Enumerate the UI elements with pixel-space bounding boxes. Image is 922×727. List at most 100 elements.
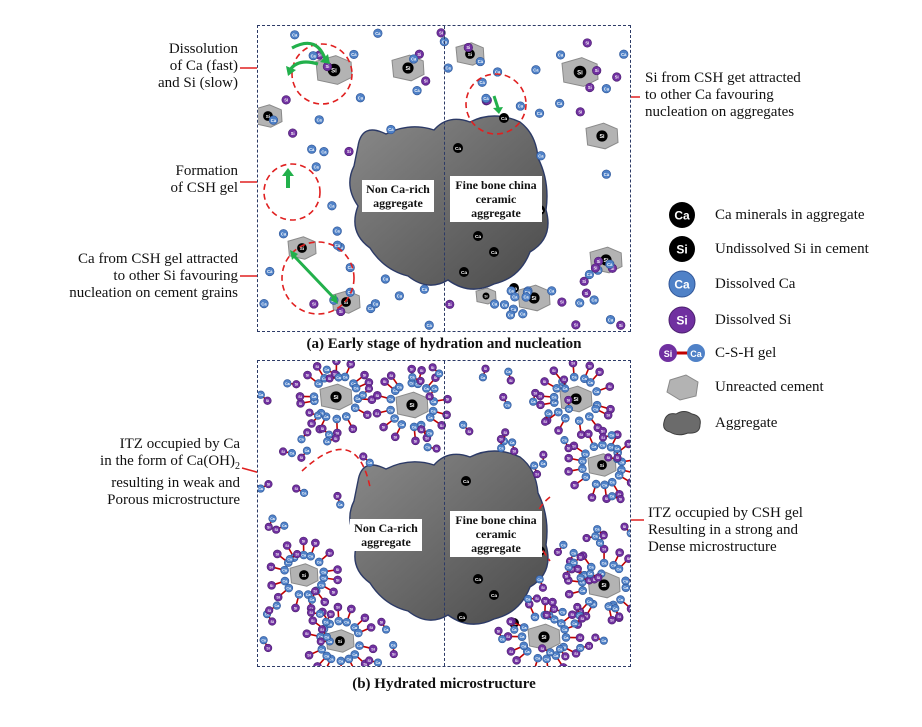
dissolved-si-particle (421, 76, 431, 86)
ca-label: Ca (577, 301, 583, 306)
dissolved-si-particle (288, 128, 298, 138)
si-label: Si (309, 611, 312, 615)
dissolved-ca-particle (313, 411, 323, 420)
dissolved-ca-particle (423, 443, 432, 452)
ca-label: Ca (578, 576, 584, 580)
panel-b-divider (444, 361, 445, 666)
ca-label: Ca (532, 464, 538, 468)
dissolved-ca-particle (302, 446, 312, 455)
dissolved-ca-particle (530, 612, 540, 622)
si-label: Si (448, 302, 452, 307)
ca-label: Ca (335, 229, 341, 234)
caption-panel-a: (a) Early stage of hydration and nucleat… (306, 336, 582, 352)
si-label: Si (616, 433, 620, 437)
dissolved-si-particle (416, 376, 425, 386)
si-label: Si (543, 420, 546, 424)
black-particle-label: Si (338, 639, 342, 644)
ca-label: Ca (608, 317, 614, 322)
dissolved-si-particle (554, 426, 563, 435)
dissolved-ca-particle (586, 378, 595, 387)
dissolved-ca-particle (272, 601, 281, 610)
dissolved-si-particle (587, 493, 597, 502)
dissolved-si-particle (626, 604, 630, 613)
dissolved-ca-particle (581, 472, 591, 482)
si-label: Si (302, 540, 306, 544)
ca-label: Ca (572, 622, 578, 626)
dissolved-ca-particle (319, 567, 329, 577)
ca-label: Ca (619, 460, 625, 464)
dissolved-ca-particle (607, 477, 617, 487)
dissolved-ca-particle (355, 641, 364, 650)
ca-label: Ca (628, 532, 631, 536)
dissolved-ca-particle (315, 609, 325, 618)
dissolved-si-particle (333, 575, 342, 585)
ca-label: Ca (502, 440, 508, 444)
si-label: Si (601, 430, 605, 434)
si-label: Si (499, 438, 502, 442)
dissolved-ca-particle (510, 292, 520, 302)
dissolved-ca-particle (559, 540, 568, 549)
ca-label: Ca (535, 657, 541, 661)
si-label: Si (598, 370, 602, 374)
dissolved-ca-particle (576, 573, 585, 582)
black-particle-label: Ca (475, 577, 481, 583)
ca-label: Ca (301, 554, 307, 558)
ca-label: Ca (609, 446, 615, 450)
dissolved-ca-particle (370, 299, 380, 309)
si-label: Si (552, 369, 556, 373)
dissolved-ca-particle (309, 392, 319, 401)
ca-label: Ca (306, 593, 312, 597)
annotation-si-attracted: Si from CSH get attracted to other Ca fa… (645, 70, 801, 120)
dissolved-ca-particle (258, 390, 265, 399)
si-label: Si (466, 45, 470, 50)
ca-label: Ca (422, 287, 428, 292)
dissolved-si-particle (411, 436, 420, 446)
svg-text:Si: Si (664, 349, 673, 359)
si-label: Si (269, 565, 273, 569)
dissolved-ca-particle (533, 653, 543, 663)
dissolved-si-particle (325, 374, 334, 383)
dissolved-ca-particle (519, 623, 529, 632)
si-label: Si (367, 659, 370, 663)
itz-zone-ca (301, 448, 371, 488)
dissolved-ca-particle (336, 500, 345, 509)
green-arrow (288, 60, 319, 71)
si-label: Si (363, 616, 367, 620)
svg-text:Ca: Ca (690, 349, 702, 359)
ca-label: Ca (329, 203, 335, 208)
dissolved-ca-particle (280, 565, 289, 575)
ca-label: Ca (437, 372, 443, 376)
dissolved-si-particle (615, 548, 624, 557)
dissolved-ca-particle (614, 564, 624, 574)
dissolved-ca-particle (591, 404, 600, 414)
si-label: Si (596, 426, 600, 430)
dissolved-si-particle (377, 617, 386, 626)
black-particle-label: Si (573, 397, 579, 403)
panel-a-label-bone-china: Fine bone china ceramic aggregate (450, 176, 542, 222)
ca-label: Ca (521, 644, 527, 648)
ca-label: Ca (546, 412, 552, 416)
legend-item-csh-gel: Si Ca C-S-H gel (655, 338, 776, 368)
green-arrow-head (286, 66, 296, 76)
ca-label: Ca (325, 440, 331, 444)
panel-b-label-bone-china: Fine bone china ceramic aggregate (450, 511, 542, 557)
si-label: Si (540, 647, 543, 651)
ca-label: Ca (593, 535, 599, 539)
dissolved-ca-particle (561, 413, 570, 423)
si-label: Si (319, 640, 322, 644)
ca-label: Ca (428, 416, 434, 420)
dissolved-si-particle (292, 380, 301, 389)
dissolved-ca-particle (517, 632, 527, 641)
dissolved-si-particle (540, 377, 549, 386)
dissolved-si-particle (564, 589, 574, 599)
black-particle-label: Si (541, 635, 547, 641)
si-label: Si (567, 593, 571, 597)
si-label: Si (376, 394, 380, 398)
dissolved-si-particle (605, 382, 615, 391)
si-label: Si (312, 302, 316, 307)
ca-label: Ca (397, 293, 403, 298)
si-label: Si (300, 456, 303, 460)
black-particle-label: Si (484, 294, 487, 298)
si-label: Si (298, 395, 302, 399)
ca-label: Ca (610, 481, 616, 485)
